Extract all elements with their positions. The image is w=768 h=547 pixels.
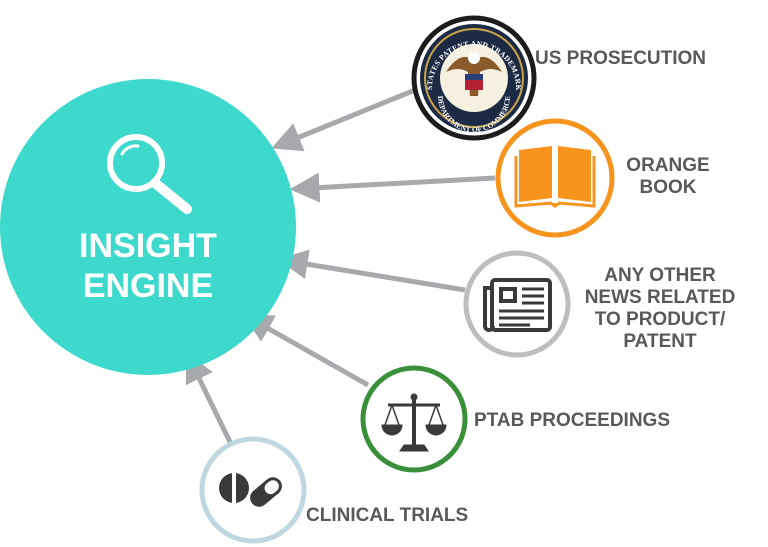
arrow-ptab [242,313,370,388]
clinical-trials-node [199,436,307,544]
label-orange-book: ORANGE BOOK [626,155,710,198]
clinical-trials-ring [199,436,307,544]
news-node [463,250,571,358]
arrow-clinical-trials [185,351,233,444]
label-ptab: PTAB PROCEEDINGS [474,410,671,431]
label-us-prosecution: US PROSECUTION [535,48,707,69]
arrow-orange-book [289,172,496,203]
insight-engine-hub [0,79,296,375]
orange-book-node [495,118,615,238]
ptab-node [360,365,468,473]
hub-title: INSIGHT ENGINE [79,227,217,305]
magnifier-icon [107,134,192,214]
arrow-us-prosecution [271,85,421,152]
label-news: ANY OTHER NEWS RELATED TO PRODUCT/ PATEN… [584,265,736,352]
arrow-news [277,249,466,293]
newspaper-icon [483,278,552,332]
hub-circle [0,79,296,375]
pills-icon [219,472,282,507]
scales-icon [381,393,447,452]
open-book-icon [514,146,596,208]
label-clinical-trials: CLINICAL TRIALS [306,505,469,526]
